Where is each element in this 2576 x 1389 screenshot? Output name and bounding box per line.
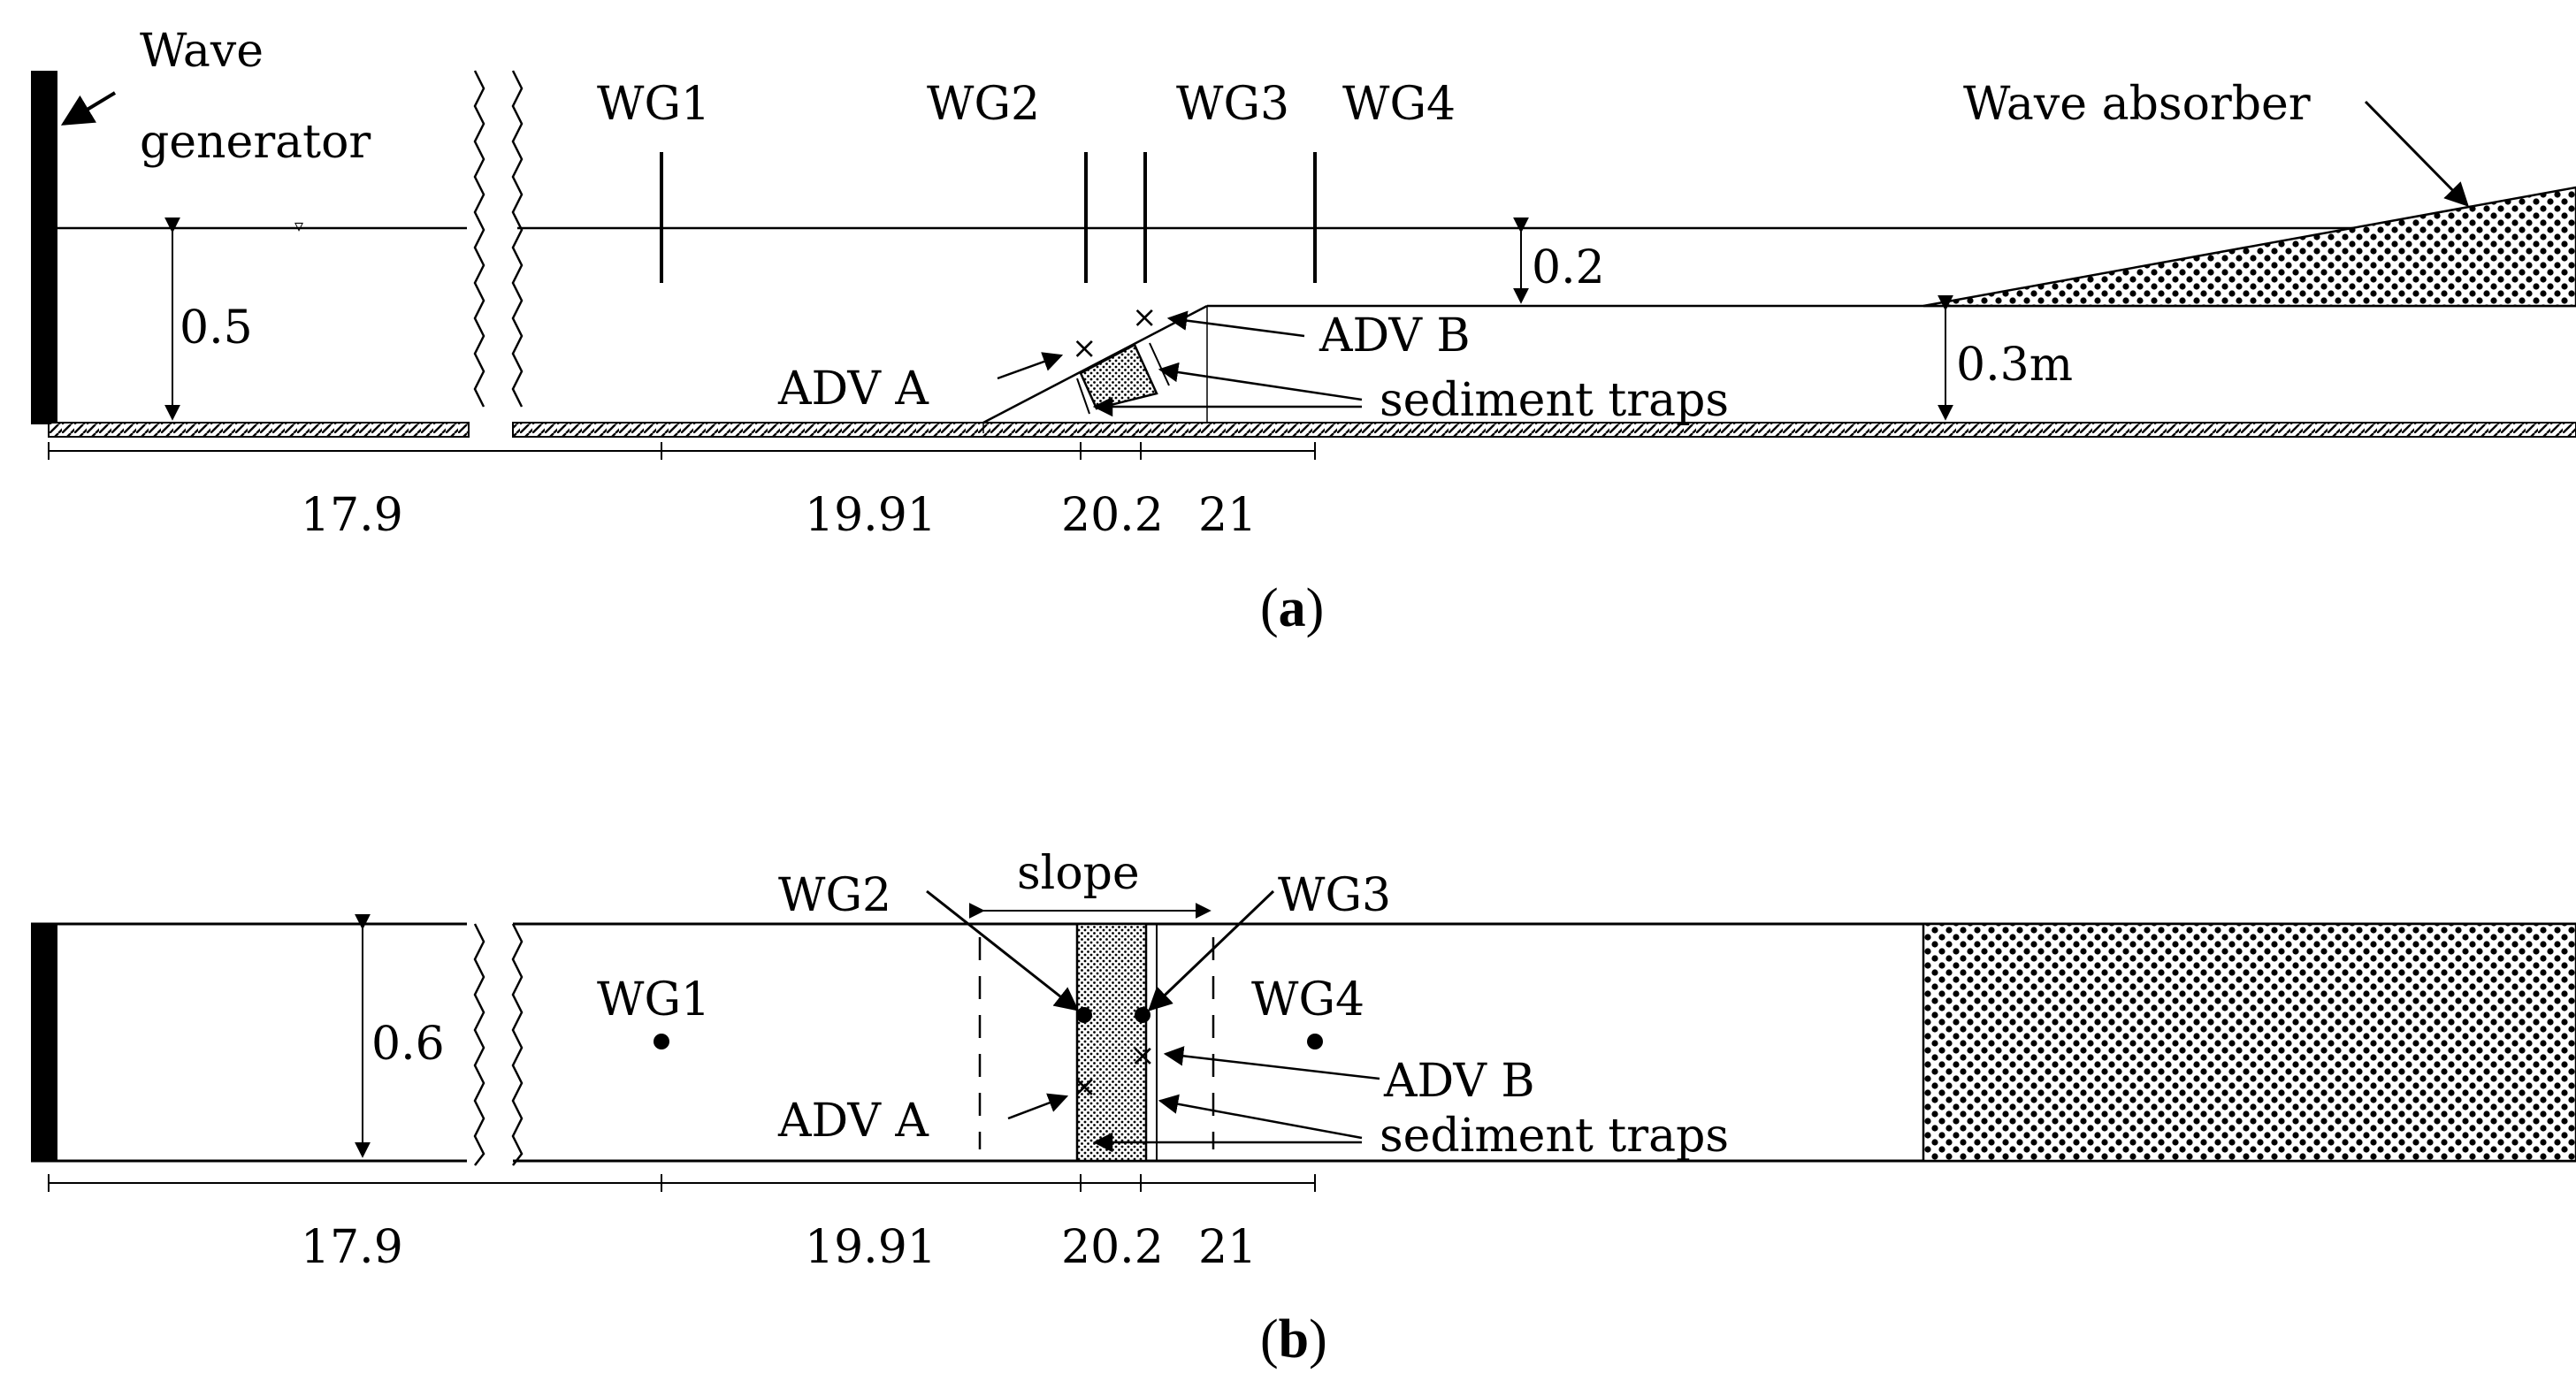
wave-absorber-arrow [2364,100,2469,207]
distance-label-17-9: 17.9 [301,489,403,542]
sediment-trap-shape [1079,343,1158,410]
plan-gauge-label-wg1: WG1 [597,973,710,1026]
plan-gauge-label-wg3: WG3 [1278,869,1391,922]
flume-bed-left [48,422,470,438]
wave-generator-label-2: generator [140,116,371,169]
adv-a-label: ADV A [777,363,929,416]
depth-total-label: 0.5 [180,301,253,355]
depth-shelf-label: 0.2 [1532,241,1605,294]
plan-sediment-traps-arrow-1 [1158,1094,1363,1140]
width-label: 0.6 [371,1018,445,1071]
panel-a-side-view: Wave generator ▿ 0.5 Wave absorber 0.2 [31,25,2576,638]
sediment-traps-arrow-1 [1158,362,1363,401]
panel-a-label: (a) [1260,578,1324,638]
plan-break-mark-2 [511,923,524,1166]
plan-adv-b-arrow [1163,1046,1380,1080]
shelf-height-label: 0.3m [1956,339,2073,392]
plan-gauge-label-wg2: WG2 [778,869,891,922]
water-level-symbol: ▿ [294,215,303,236]
wave-absorber-label: Wave absorber [1963,78,2311,131]
plan-adv-b-label: ADV B [1383,1055,1535,1108]
wave-generator-paddle [31,71,57,424]
distance-label-20-2: 20.2 [1061,489,1164,542]
sediment-trap-edge-2 [1076,378,1090,415]
plan-gauge-wg1 [654,1034,669,1049]
distance-label-19-91: 19.91 [805,489,936,542]
plan-gauge-wg4 [1307,1034,1323,1049]
plan-adv-a-label: ADV A [777,1095,929,1148]
plan-wave-generator-paddle [31,924,57,1161]
plan-adv-a-arrow [1007,1093,1069,1120]
plan-sediment-traps-label: sediment traps [1380,1110,1729,1163]
plan-distance-label-19-91: 19.91 [805,1221,936,1274]
adv-a-arrow [997,352,1064,380]
plan-distance-label-20-2: 20.2 [1061,1221,1164,1274]
plan-adv-a-marker: × [1072,1069,1097,1104]
gauge-label-wg1: WG1 [597,78,710,131]
distance-label-21: 21 [1198,489,1257,542]
plan-sediment-trap-strip [1075,922,1148,1163]
plan-adv-b-marker: × [1130,1038,1156,1073]
plan-distance-label-17-9: 17.9 [301,1221,403,1274]
flume-break-mark-1 [473,70,485,408]
wave-generator-label-1: Wave [140,25,264,78]
plan-gauge-wg2 [1076,1007,1092,1023]
adv-b-marker: × [1132,300,1158,335]
plan-wave-absorber [1922,922,2576,1163]
flume-bed-right [512,422,2576,438]
adv-b-arrow [1166,310,1305,338]
sediment-traps-label: sediment traps [1380,374,1729,427]
sediment-trap-edge [1149,342,1170,386]
gauge-label-wg3: WG3 [1176,78,1289,131]
panel-b-plan-view: 0.6 slope WG1 WG2 WG3 WG4 × × ADV A ADV … [31,847,2576,1370]
gauge-label-wg2: WG2 [927,78,1040,131]
adv-b-label: ADV B [1319,309,1471,363]
plan-gauge-wg3 [1135,1007,1150,1023]
panel-b-label: (b) [1260,1309,1327,1370]
wave-absorber-shape [1922,186,2576,308]
plan-break-mark-1 [473,923,485,1166]
plan-wg3-arrow [1148,889,1275,1011]
slope-label: slope [1017,847,1140,900]
flume-break-mark-2 [511,70,524,408]
adv-a-marker: × [1072,331,1097,366]
wave-generator-arrow [60,91,117,126]
plan-distance-label-21: 21 [1198,1221,1257,1274]
plan-gauge-label-wg4: WG4 [1251,973,1364,1026]
plan-wg2-arrow [926,889,1080,1011]
gauge-label-wg4: WG4 [1342,78,1456,131]
